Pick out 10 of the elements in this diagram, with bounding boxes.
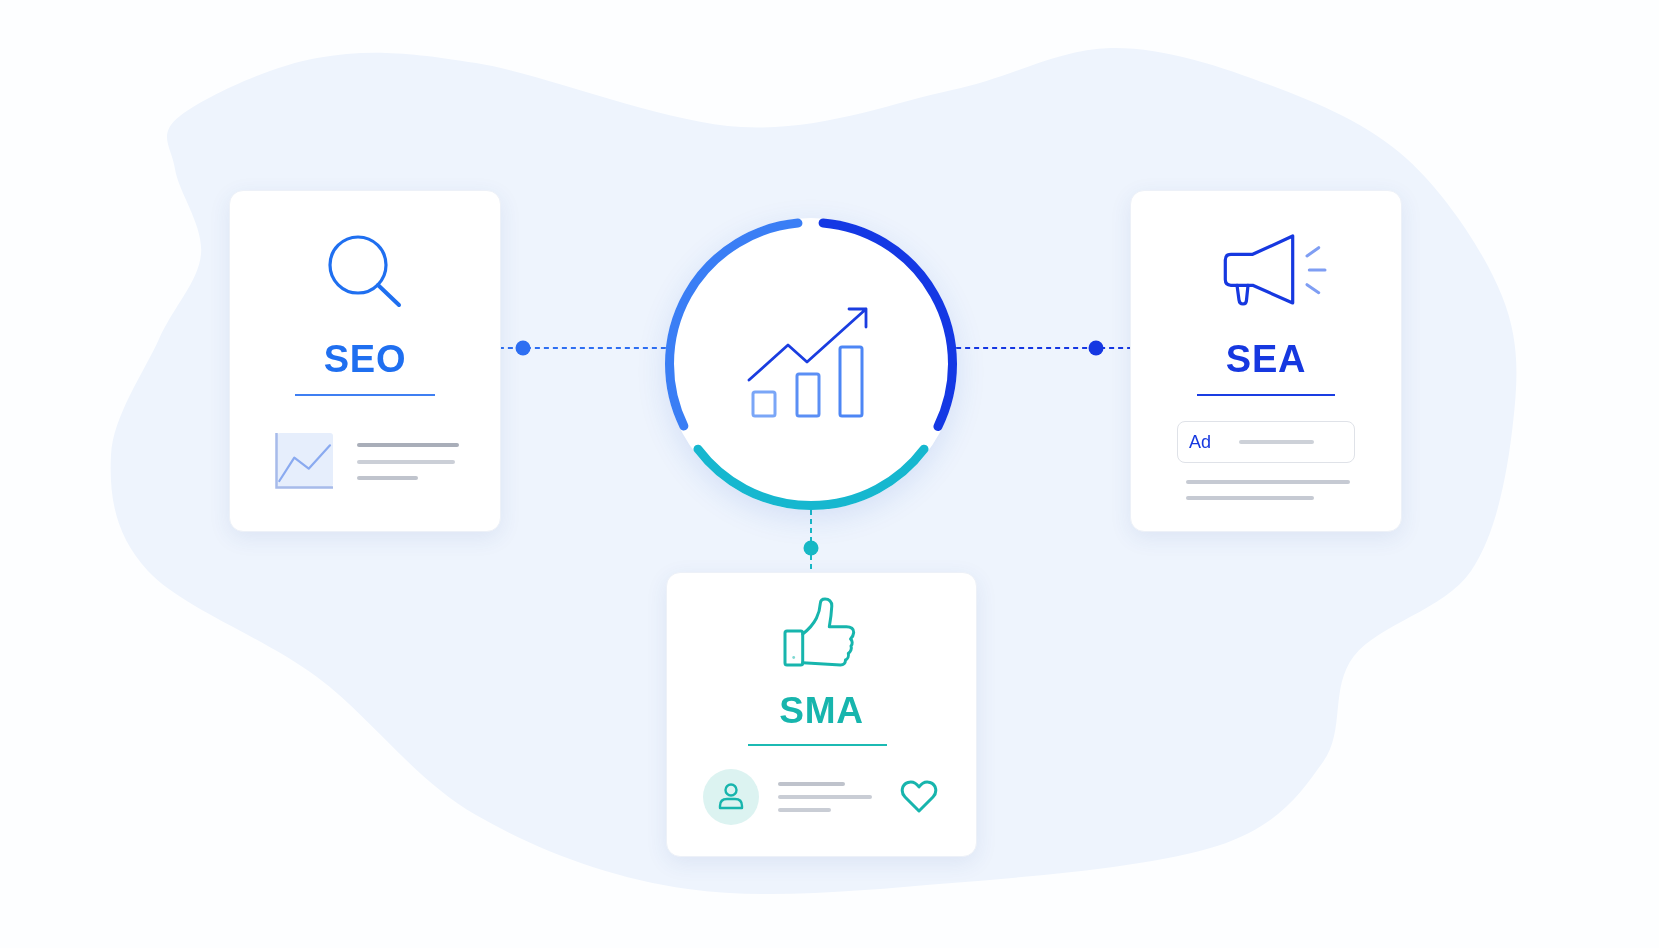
dashed-connector (500, 340, 667, 356)
card-heading: SEO (323, 340, 407, 378)
card (1130, 190, 1402, 532)
ad-banner (1177, 421, 1355, 463)
card-heading: SEA (1225, 340, 1307, 378)
card (229, 190, 501, 532)
card-heading: SMA (779, 692, 864, 729)
dashed-connector (955, 340, 1131, 356)
card (666, 572, 977, 857)
ad-label: Ad (1189, 433, 1212, 451)
